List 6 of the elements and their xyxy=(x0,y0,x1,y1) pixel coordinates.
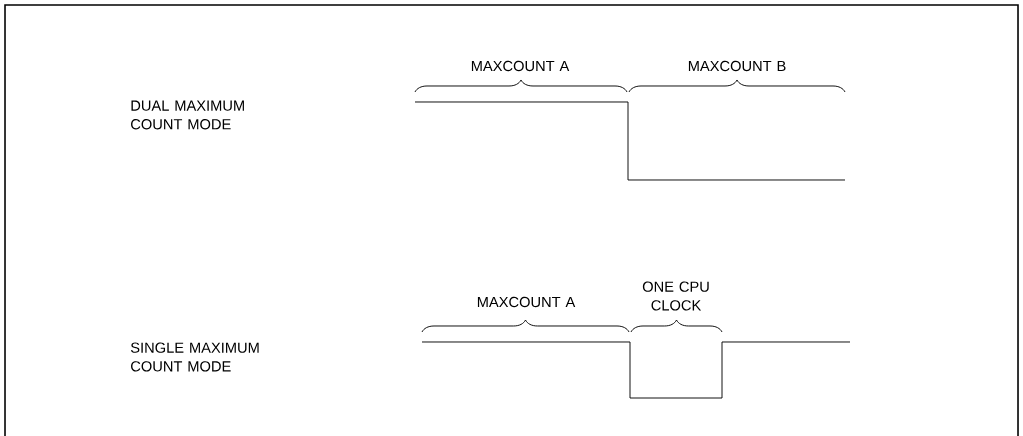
signal-label: DUAL MAXIMUM COUNT MODE xyxy=(131,100,244,130)
signal-label: MAXCOUNT A xyxy=(477,296,576,308)
signal-label: MAXCOUNT B xyxy=(688,60,786,72)
signal-label: ONE CPU CLOCK xyxy=(642,281,709,311)
signal-label: MAXCOUNT A xyxy=(471,60,570,72)
signal-label: SINGLE MAXIMUM COUNT MODE xyxy=(130,342,259,372)
